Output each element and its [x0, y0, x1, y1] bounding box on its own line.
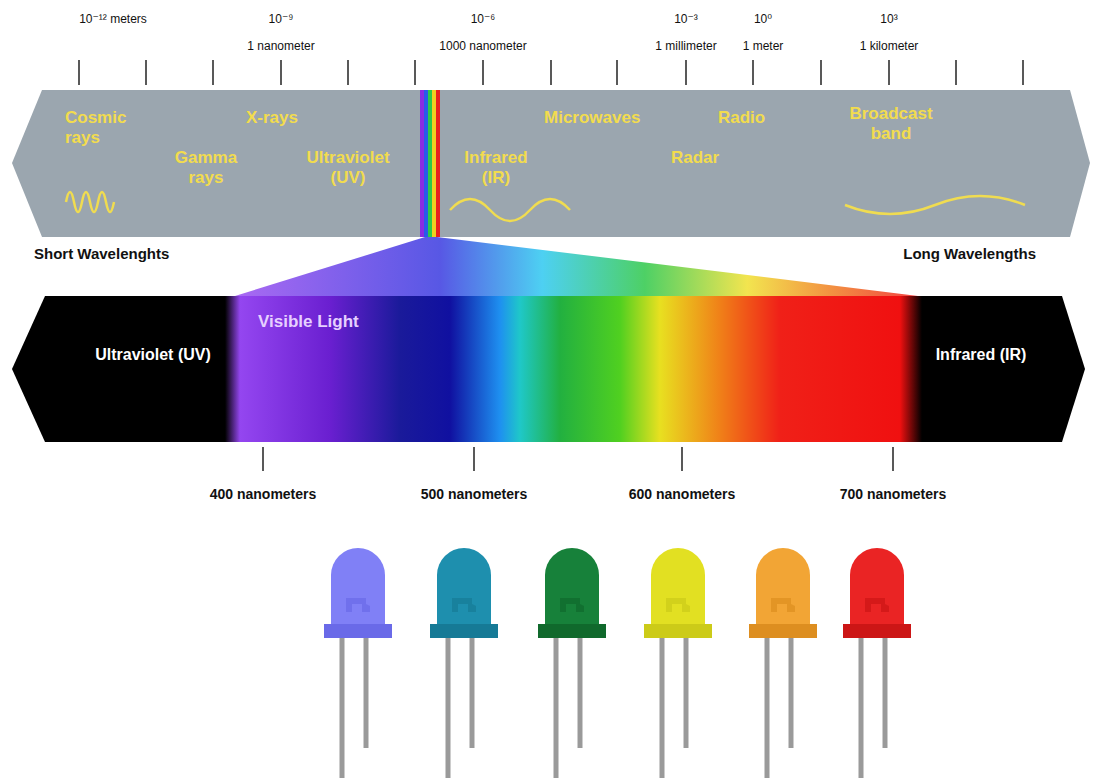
scale-tick: [482, 60, 484, 85]
band-label: Infrared (IR): [935, 346, 1027, 364]
led-leg: [578, 636, 583, 748]
led-leg: [765, 636, 770, 778]
wavelength-label: 600 nanometers: [629, 486, 736, 502]
band-label: Broadcast band: [832, 104, 950, 143]
led-anvil: [865, 598, 889, 612]
led-dome: [756, 548, 810, 625]
led-leg: [859, 636, 864, 778]
axis-label: Long Wavelengths: [903, 245, 1036, 262]
led-row: [324, 548, 911, 778]
rainbow-strip: [424, 90, 428, 237]
led-anvil: [452, 598, 476, 612]
band-shape: [12, 296, 1085, 442]
band-label: Radar: [671, 148, 741, 168]
scale-tick: [212, 60, 214, 85]
scale-tick: [752, 60, 754, 85]
scale-label: 1000 nanometer: [439, 39, 526, 53]
led-leg: [446, 636, 451, 778]
wave-long: [845, 196, 1025, 214]
scale-label: 10³: [880, 12, 897, 26]
nm-tick: [892, 447, 894, 471]
led-dome: [651, 548, 705, 625]
band-label: Infrared (IR): [450, 148, 542, 187]
led-flange: [538, 624, 606, 638]
scale-tick: [414, 60, 416, 85]
rainbow-strip: [428, 90, 432, 237]
led-leg: [470, 636, 475, 748]
led-leg: [364, 636, 369, 748]
rainbow-strip: [436, 90, 440, 237]
scale-label: 10⁻⁶: [471, 12, 496, 26]
band-label: Visible Light: [258, 312, 418, 332]
band-label: Gamma rays: [165, 148, 247, 187]
led-flange: [324, 624, 392, 638]
led-leg: [554, 636, 559, 778]
led-flange: [644, 624, 712, 638]
led-leg: [340, 636, 345, 778]
scale-tick: [550, 60, 552, 85]
scale-label: 10⁻³: [674, 12, 698, 26]
nm-tick: [262, 447, 264, 471]
axis-label: Short Wavelenghts: [34, 245, 169, 262]
scale-label: 1 nanometer: [247, 39, 314, 53]
scale-label: 1 millimeter: [655, 39, 716, 53]
wave-short: [66, 192, 114, 212]
led-leg: [883, 636, 888, 748]
scale-ticks: [79, 60, 1023, 85]
led-flange: [430, 624, 498, 638]
band-label: Cosmic rays: [65, 108, 137, 147]
scale-tick: [888, 60, 890, 85]
scale-tick: [685, 60, 687, 85]
scale-label: 1 meter: [743, 39, 784, 53]
rainbow-strip: [420, 90, 424, 237]
scale-label: 10⁻¹² meters: [79, 12, 147, 26]
band-label: Microwaves: [544, 108, 674, 128]
scale-tick: [616, 60, 618, 85]
wavelength-label: 400 nanometers: [210, 486, 317, 502]
band-label: Radio: [718, 108, 788, 128]
led-dome: [331, 548, 385, 625]
nm-ticks: [263, 447, 893, 471]
band-shape: [12, 90, 1090, 237]
band-label: X-rays: [246, 108, 336, 128]
led-dome: [545, 548, 599, 625]
scale-label: 1 kilometer: [860, 39, 919, 53]
band-label: Ultraviolet (UV): [290, 148, 406, 187]
scale-tick: [145, 60, 147, 85]
led-dome: [437, 548, 491, 625]
band-outline: [0, 296, 1093, 442]
scale-tick: [1022, 60, 1024, 85]
led-dome: [850, 548, 904, 625]
scale-label: 10⁻⁹: [269, 12, 294, 26]
rainbow-strip: [432, 90, 436, 237]
wave-ir: [450, 199, 570, 221]
visible-band: Ultraviolet (UV) Visible LightInfrared (I…: [0, 296, 1093, 442]
led-leg: [789, 636, 794, 748]
led-anvil: [560, 598, 584, 612]
scale-tick: [955, 60, 957, 85]
led-leg: [660, 636, 665, 778]
wavelength-label: 700 nanometers: [840, 486, 947, 502]
led-flange: [749, 624, 817, 638]
wavelength-label: 500 nanometers: [421, 486, 528, 502]
led-flange: [843, 624, 911, 638]
scale-tick: [347, 60, 349, 85]
led-leg: [684, 636, 689, 748]
scale-label: 10⁰: [754, 12, 772, 26]
band-label: Ultraviolet (UV): [95, 346, 211, 364]
nm-tick: [681, 447, 683, 471]
led-anvil: [346, 598, 370, 612]
spectrum-fan: [235, 237, 918, 296]
nm-tick: [473, 447, 475, 471]
scale-tick: [78, 60, 80, 85]
led-anvil: [666, 598, 690, 612]
spectrum-band: Cosmic raysGamma rays X-raysUltraviolet (…: [0, 90, 1093, 237]
led-anvil: [771, 598, 795, 612]
scale-tick: [820, 60, 822, 85]
scale-tick: [280, 60, 282, 85]
